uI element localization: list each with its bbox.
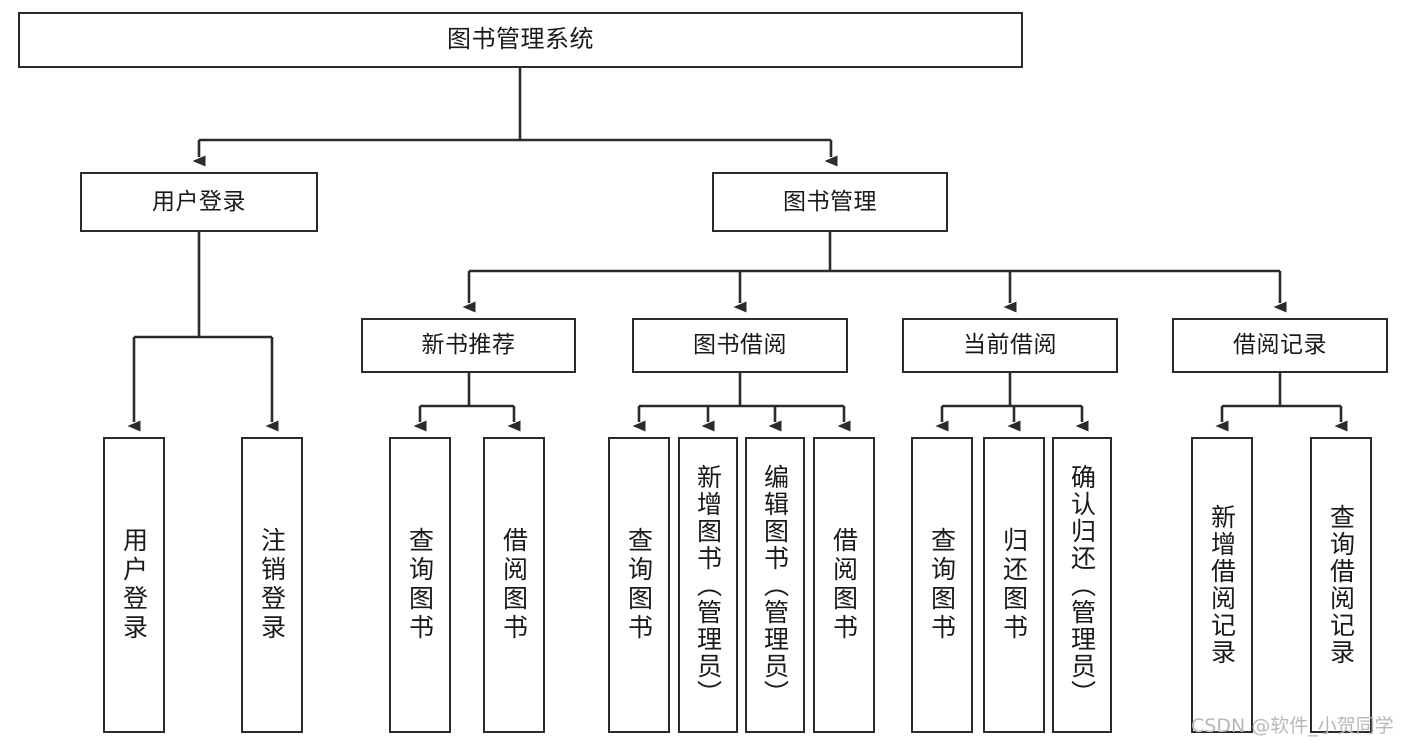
node-leaf-borrow-book-1[interactable]: 借阅图书 <box>483 437 545 733</box>
node-borrowing-records[interactable]: 借阅记录 <box>1172 318 1388 373</box>
node-leaf-user-login[interactable]: 用户登录 <box>103 437 165 733</box>
node-leaf-query-book-3[interactable]: 查询图书 <box>911 437 973 733</box>
node-leaf-user-logout[interactable]: 注销登录 <box>241 437 303 733</box>
node-label: 借阅图书 <box>829 527 859 643</box>
node-leaf-query-book-1[interactable]: 查询图书 <box>389 437 451 733</box>
node-leaf-return-book[interactable]: 归还图书 <box>983 437 1045 733</box>
node-label: 用户登录 <box>152 188 246 215</box>
node-label: 新增图书（管理员） <box>693 463 723 707</box>
node-leaf-add-book-admin[interactable]: 新增图书（管理员） <box>678 437 738 733</box>
node-current-borrowing[interactable]: 当前借阅 <box>902 318 1118 373</box>
node-leaf-confirm-return-admin[interactable]: 确认归还（管理员） <box>1052 437 1112 733</box>
watermark-text: CSDN @软件_小贺同学 <box>1191 715 1394 737</box>
node-label: 借阅记录 <box>1233 332 1327 359</box>
node-label: 查询图书 <box>927 527 957 643</box>
node-label: 借阅图书 <box>499 527 529 643</box>
node-leaf-borrow-book-2[interactable]: 借阅图书 <box>813 437 875 733</box>
node-new-book-recommendation[interactable]: 新书推荐 <box>361 318 576 373</box>
node-leaf-edit-book-admin[interactable]: 编辑图书（管理员） <box>745 437 805 733</box>
node-leaf-query-book-2[interactable]: 查询图书 <box>608 437 670 733</box>
node-label: 归还图书 <box>999 527 1029 643</box>
node-label: 查询图书 <box>624 527 654 643</box>
node-user-login[interactable]: 用户登录 <box>80 172 318 232</box>
node-label: 当前借阅 <box>963 332 1057 359</box>
node-label: 图书管理 <box>783 188 877 215</box>
node-book-management[interactable]: 图书管理 <box>712 172 948 232</box>
node-label: 编辑图书（管理员） <box>760 463 790 707</box>
node-book-borrowing[interactable]: 图书借阅 <box>632 318 848 373</box>
node-book-management-system[interactable]: 图书管理系统 <box>18 12 1023 68</box>
node-label: 确认归还（管理员） <box>1067 463 1097 707</box>
node-leaf-add-borrow-record[interactable]: 新增借阅记录 <box>1191 437 1253 733</box>
node-label: 注销登录 <box>257 527 287 643</box>
node-label: 用户登录 <box>119 527 149 643</box>
node-label: 图书借阅 <box>693 332 787 359</box>
node-leaf-query-borrow-record[interactable]: 查询借阅记录 <box>1310 437 1372 733</box>
node-label: 查询借阅记录 <box>1326 504 1356 666</box>
node-label: 图书管理系统 <box>447 25 594 54</box>
node-label: 新书推荐 <box>421 332 516 359</box>
node-label: 新增借阅记录 <box>1207 504 1237 666</box>
node-label: 查询图书 <box>405 527 435 643</box>
